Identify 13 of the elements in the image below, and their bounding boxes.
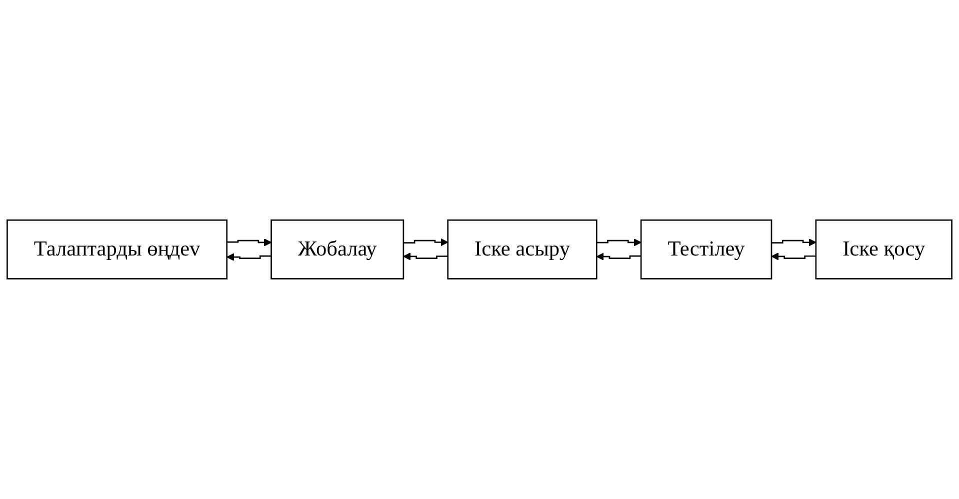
node-box: Тестілеу bbox=[640, 220, 772, 280]
arrow bbox=[226, 238, 272, 246]
arrow bbox=[226, 253, 272, 262]
node-box: Жобалау bbox=[270, 220, 404, 280]
arrow bbox=[772, 238, 816, 246]
node-box: Іске қосу bbox=[815, 220, 952, 280]
arrow bbox=[596, 238, 642, 246]
node-box: Талаптарды өңдеv bbox=[6, 220, 228, 280]
arrow bbox=[403, 252, 448, 260]
node-box: Іске асыру bbox=[447, 220, 598, 280]
arrow bbox=[403, 238, 448, 246]
arrow bbox=[771, 252, 816, 260]
arrow bbox=[596, 252, 642, 261]
